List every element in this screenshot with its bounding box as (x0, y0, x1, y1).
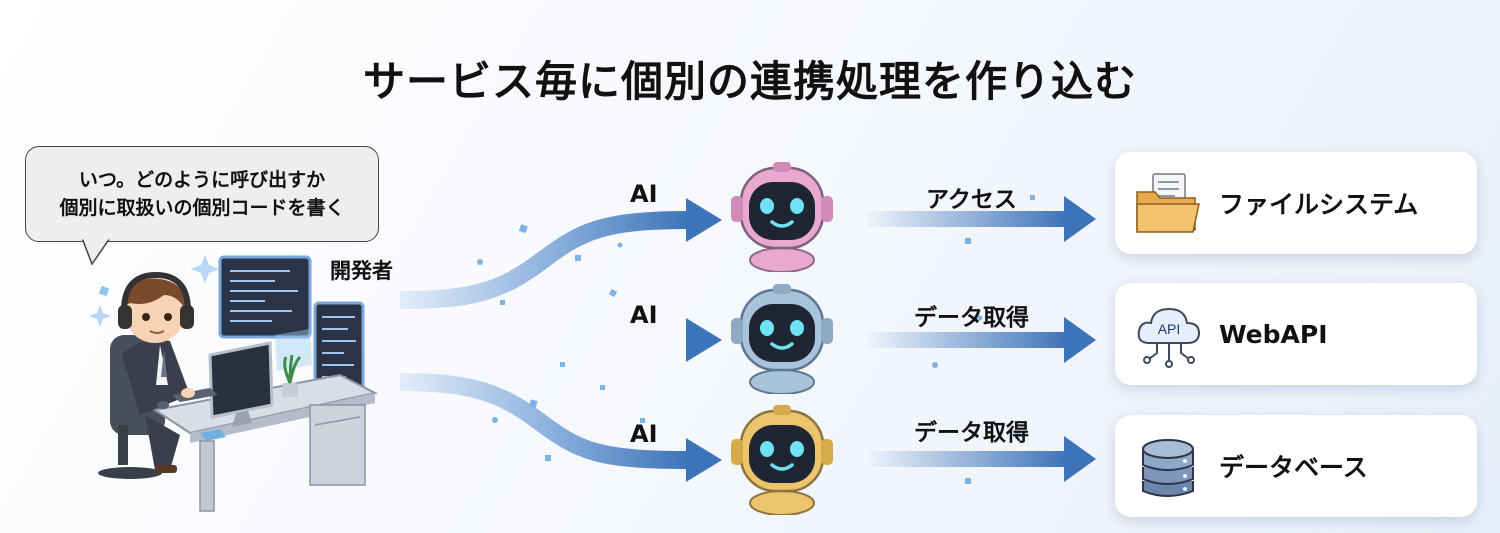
flow-arrow-1 (399, 198, 722, 309)
page-title: サービス毎に個別の連携処理を作り込む (362, 57, 1137, 106)
action-label-2: データ取得 (914, 305, 1029, 331)
developer-label: 開発者 (330, 259, 393, 283)
cloud-api-icon: API (1137, 307, 1201, 368)
developer-illustration (89, 255, 378, 512)
flow-arrow-3 (399, 373, 722, 482)
speech-line-2: 個別に取扱いの個別コードを書く (59, 197, 345, 219)
flow-arrow-2 (400, 318, 722, 362)
speech-line-1: いつ。どのように呼び出すか (78, 169, 326, 191)
ai-label-2: AI (630, 301, 658, 329)
access-arrow-1 (868, 196, 1096, 242)
action-label-3: データ取得 (914, 420, 1029, 446)
ai-robot-blue-icon (731, 284, 833, 394)
target-card-webapi: API WebAPI (1115, 283, 1477, 385)
speech-bubble-tail (80, 238, 114, 266)
api-icon-text: API (1158, 321, 1181, 337)
access-arrow-3 (868, 436, 1096, 482)
flow-particles (477, 195, 1035, 484)
target-label-webapi: WebAPI (1219, 319, 1328, 349)
ai-label-3: AI (630, 420, 658, 448)
ai-label-1: AI (630, 180, 658, 208)
action-label-1: アクセス (926, 187, 1017, 213)
target-card-database: データベース (1115, 415, 1477, 517)
speech-bubble: いつ。どのように呼び出すか 個別に取扱いの個別コードを書く (25, 146, 379, 242)
target-label-filesystem: ファイルシステム (1219, 190, 1419, 219)
target-label-database: データベース (1219, 453, 1368, 482)
folder-icon (1136, 173, 1200, 233)
ai-robot-pink-icon (731, 162, 833, 272)
target-card-filesystem: ファイルシステム (1115, 152, 1477, 254)
ai-robot-yellow-icon (731, 405, 833, 515)
database-icon (1142, 439, 1194, 497)
access-arrow-2 (868, 317, 1096, 363)
